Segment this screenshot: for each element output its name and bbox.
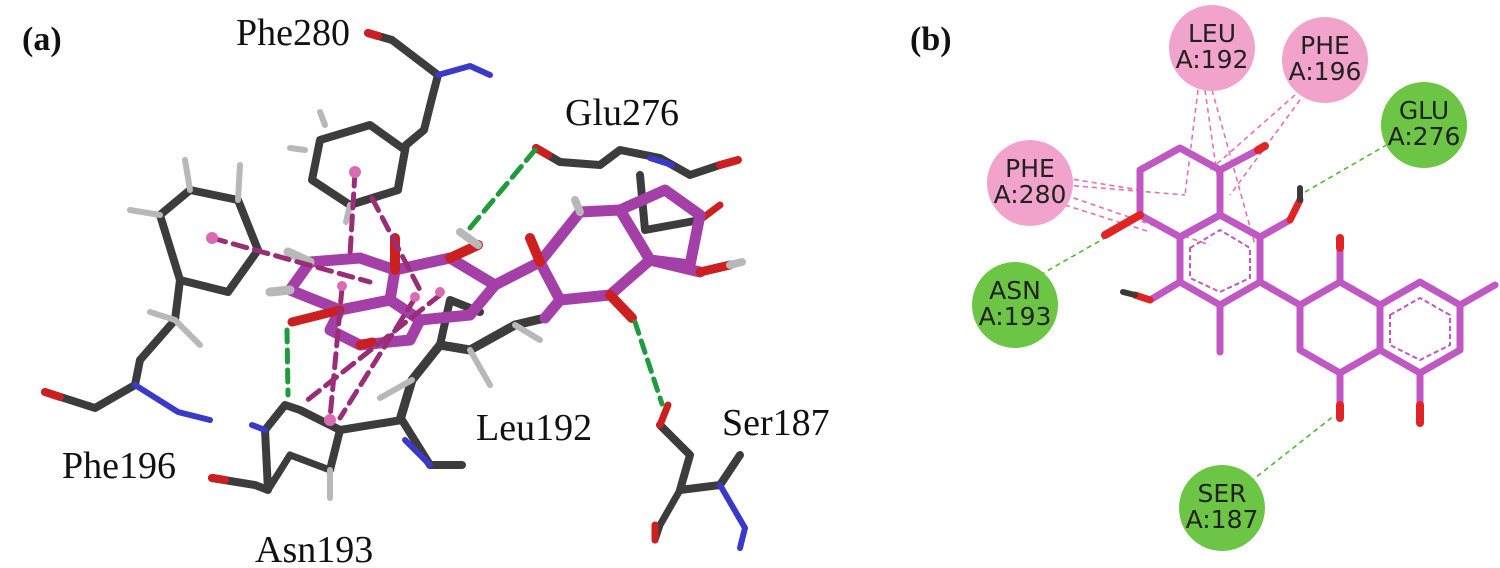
- label-glu276: Glu276: [565, 92, 679, 134]
- node-phe196-name: PHE: [1300, 31, 1350, 60]
- residue-node-asn193: ASN A:193: [972, 262, 1058, 348]
- residue-phe196-sticks: [41, 157, 262, 423]
- protein-residues: [41, 29, 748, 551]
- panel-a: (a): [22, 12, 830, 568]
- node-phe196-id: A:196: [1289, 57, 1362, 86]
- node-asn193-id: A:193: [979, 302, 1052, 331]
- label-ser187: Ser187: [722, 402, 830, 444]
- panel-b: (b): [910, 5, 1499, 551]
- panel-a-label: (a): [22, 21, 62, 58]
- ligand-2d: [1136, 144, 1499, 377]
- residue-node-leu192: LEU A:192: [1169, 5, 1255, 91]
- residue-node-glu276: GLU A:276: [1381, 82, 1467, 168]
- node-leu192-name: LEU: [1188, 19, 1236, 48]
- residue-node-phe196: PHE A:196: [1282, 17, 1368, 103]
- label-phe280: Phe280: [236, 12, 350, 54]
- residue-ser187-sticks: [651, 401, 748, 551]
- residue-node-phe280: PHE A:280: [987, 140, 1073, 226]
- ligand-3d: [284, 184, 706, 351]
- label-asn193: Asn193: [255, 529, 373, 568]
- ligand-2d-heteroatoms: [1101, 142, 1424, 427]
- node-glu276-id: A:276: [1388, 122, 1461, 151]
- node-ser187-id: A:187: [1186, 505, 1259, 534]
- label-leu192: Leu192: [476, 407, 592, 449]
- label-phe196: Phe196: [62, 445, 176, 487]
- residue-asn193-sticks: [208, 401, 466, 501]
- residue-node-ser187: SER A:187: [1179, 465, 1265, 551]
- interactions-3d: [209, 147, 665, 421]
- node-ser187-name: SER: [1197, 479, 1246, 508]
- ligand-2d-inner: [1189, 228, 1451, 362]
- node-phe280-name: PHE: [1005, 154, 1055, 183]
- node-asn193-name: ASN: [989, 276, 1041, 305]
- panel-b-label: (b): [910, 21, 952, 58]
- node-leu192-id: A:192: [1176, 45, 1249, 74]
- residue-phe280-sticks: [287, 29, 493, 225]
- ligand-atoms: [265, 196, 746, 350]
- node-glu276-name: GLU: [1399, 96, 1449, 125]
- residue-glu276-sticks: [532, 144, 742, 234]
- node-phe280-id: A:280: [994, 180, 1067, 209]
- centroid-markers: [206, 166, 445, 426]
- residue-leu192-sticks: [377, 296, 550, 425]
